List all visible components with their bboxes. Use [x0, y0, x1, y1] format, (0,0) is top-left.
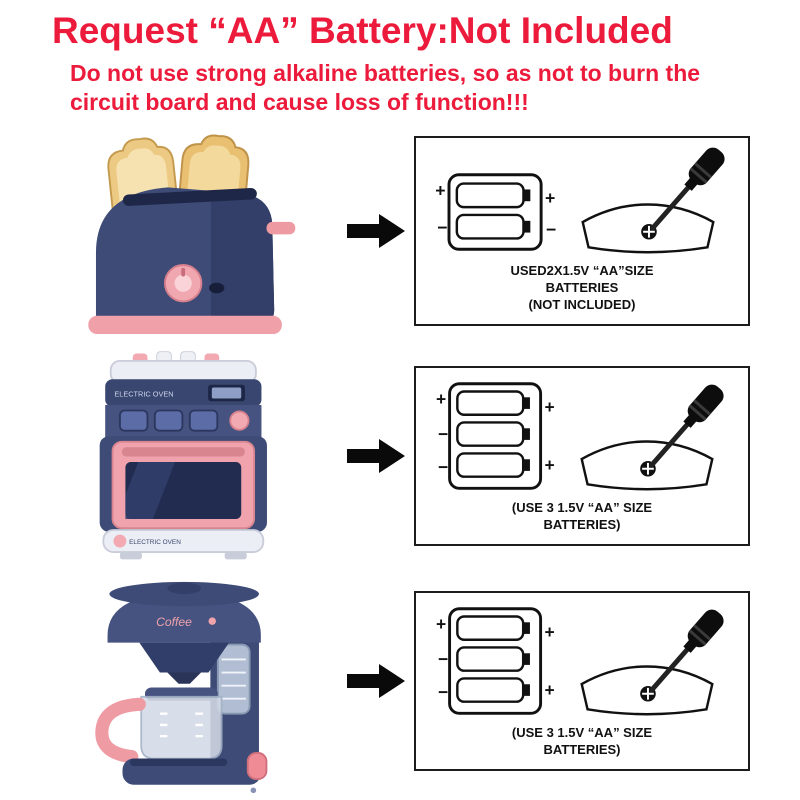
battery-diagram: + − + −	[433, 146, 731, 261]
caption-line: (USE 3 1.5V “AA” SIZE	[511, 499, 653, 515]
svg-text:−: −	[438, 424, 448, 444]
battery-pack-2-icon: + − + −	[433, 163, 563, 261]
battery-diagram: + − − + +	[434, 601, 730, 723]
battery-pack-3-icon: + − − + +	[434, 601, 562, 723]
svg-text:+: +	[544, 622, 554, 642]
row-toaster: + − + −	[0, 118, 800, 343]
arrow-right-icon	[340, 436, 414, 476]
battery-pack-3-icon: + − − + +	[434, 376, 562, 498]
caption-line: BATTERIES	[545, 279, 619, 295]
arrow-right-icon	[340, 211, 414, 251]
battery-diagram: + − − + +	[434, 376, 730, 498]
caption-line: (NOT INCLUDED)	[528, 296, 636, 312]
svg-text:ELECTRIC OVEN: ELECTRIC OVEN	[114, 390, 173, 399]
row-electric-oven: ELECTRIC OVEN ELECTRIC OVEN	[0, 343, 800, 568]
screwdriver-icon	[565, 146, 731, 261]
svg-text:−: −	[438, 649, 448, 669]
header: Request “AA” Battery:Not Included Do not…	[0, 0, 800, 118]
coffee-maker-image: Coffee	[34, 566, 340, 795]
svg-text:−: −	[546, 220, 556, 240]
battery-instruction-box-2: + − − + +	[414, 365, 750, 546]
warning-line-2: circuit board and cause loss of function…	[70, 89, 529, 116]
svg-text:+: +	[544, 680, 554, 700]
screwdriver-icon	[564, 383, 730, 498]
svg-text:−: −	[438, 457, 448, 477]
svg-text:−: −	[437, 218, 447, 238]
battery-caption: USED2X1.5V “AA”SIZE BATTERIES (NOT INCLU…	[510, 263, 653, 314]
caption-line: BATTERIES)	[543, 741, 621, 757]
caption-line: USED2X1.5V “AA”SIZE	[510, 262, 654, 278]
svg-text:+: +	[544, 455, 554, 475]
arrow-right-icon	[340, 661, 414, 701]
battery-instruction-box-1: + − + −	[414, 135, 750, 326]
svg-text:+: +	[545, 188, 555, 208]
svg-text:Coffee: Coffee	[156, 615, 192, 629]
svg-text:−: −	[438, 682, 448, 702]
svg-text:+: +	[435, 180, 445, 200]
svg-text:+: +	[436, 389, 446, 409]
svg-text:ELECTRIC OVEN: ELECTRIC OVEN	[129, 539, 181, 546]
svg-text:+: +	[544, 397, 554, 417]
battery-caption: (USE 3 1.5V “AA” SIZE BATTERIES)	[512, 500, 652, 534]
warning-line-1: Do not use strong alkaline batteries, so…	[70, 59, 701, 86]
svg-text:+: +	[436, 614, 446, 634]
battery-instruction-box-3: + − − + +	[414, 590, 750, 771]
battery-caption: (USE 3 1.5V “AA” SIZE BATTERIES)	[512, 725, 652, 759]
warning-text: Do not use strong alkaline batteries, so…	[70, 59, 784, 119]
electric-oven-image: ELECTRIC OVEN ELECTRIC OVEN	[34, 348, 340, 564]
caption-line: BATTERIES)	[543, 516, 621, 532]
oven-illustration: ELECTRIC OVEN ELECTRIC OVEN	[99, 351, 267, 560]
toaster-image	[34, 128, 340, 334]
toaster-illustration	[88, 134, 296, 334]
coffee-maker-illustration: Coffee	[95, 582, 268, 794]
caption-line: (USE 3 1.5V “AA” SIZE	[511, 724, 653, 740]
page-title: Request “AA” Battery:Not Included	[52, 10, 673, 51]
screwdriver-icon	[564, 608, 730, 723]
row-coffee-maker: Coffee	[0, 566, 800, 795]
